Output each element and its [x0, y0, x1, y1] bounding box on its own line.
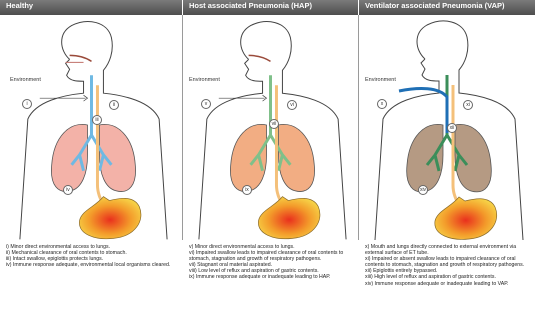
panel-hap: Host associated Pneumonia (HAP) Environm… — [183, 0, 359, 328]
stomach — [258, 197, 320, 239]
panel-header: Healthy — [0, 0, 183, 15]
panel-vap: Ventilator associated Pneumonia (VAP) En… — [359, 0, 536, 328]
lung-left — [407, 124, 443, 191]
marker-1: v — [201, 99, 211, 109]
panel-header: Host associated Pneumonia (HAP) — [183, 0, 359, 15]
environment-label: Environment — [189, 77, 220, 83]
panel-title: Host associated Pneumonia (HAP) — [189, 1, 312, 10]
panel-title: Healthy — [6, 1, 33, 10]
panel-header: Ventilator associated Pneumonia (VAP) — [359, 0, 536, 15]
note-item: xi) Impaired or absent swallow leads to … — [365, 256, 532, 268]
marker-2: vi — [287, 100, 297, 110]
marker-3: vii — [269, 119, 279, 129]
lung-left — [51, 124, 87, 191]
environment-label: Environment — [365, 77, 396, 83]
marker-4: ix — [242, 185, 252, 195]
note-item: ix) Immune response adequate or inadequa… — [189, 274, 355, 280]
note-item: xiv) Immune response adequate or inadequ… — [365, 281, 532, 287]
marker-2: xi — [463, 100, 473, 110]
marker-4: xiv — [418, 185, 428, 195]
marker-1: x — [377, 99, 387, 109]
stomach — [79, 197, 141, 239]
lung-left — [230, 124, 266, 191]
stomach — [435, 197, 497, 239]
note-item: iv) Immune response adequate, environmen… — [6, 262, 179, 268]
notes-list: i) Minor direct environmental access to … — [6, 244, 179, 268]
anatomy-illustration: Environment x xi xii xiv — [359, 15, 536, 240]
note-item: x) Mouth and lungs directly connected to… — [365, 244, 532, 256]
marker-3: iii — [92, 115, 102, 125]
anatomy-illustration: Environment v vi vii ix — [183, 15, 359, 240]
note-item: vi) Impaired swallow leads to impaired c… — [189, 250, 355, 262]
panel-title: Ventilator associated Pneumonia (VAP) — [365, 1, 504, 10]
marker-2: ii — [109, 100, 119, 110]
environment-label: Environment — [10, 77, 41, 83]
anatomy-svg — [0, 15, 182, 240]
anatomy-illustration: Environment i ii iii iv — [0, 15, 183, 240]
marker-4: iv — [63, 185, 73, 195]
notes-list: x) Mouth and lungs directly connected to… — [365, 244, 532, 287]
notes-list: v) Minor direct environmental access to … — [189, 244, 355, 281]
marker-3: xii — [447, 123, 457, 133]
panel-healthy: Healthy Environment i ii iii iv i) Minor… — [0, 0, 183, 328]
marker-1: i — [22, 99, 32, 109]
